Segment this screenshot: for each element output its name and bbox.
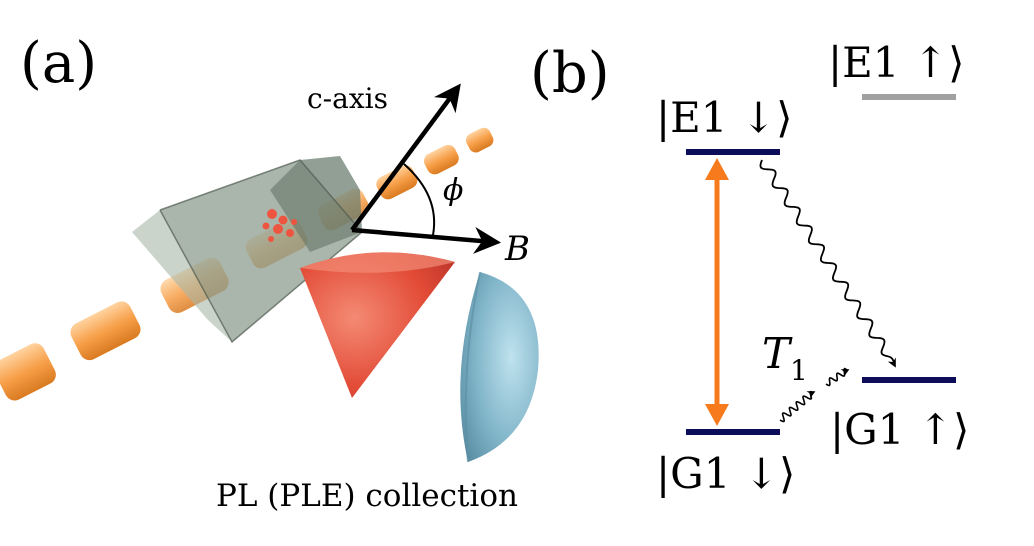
label-g1-up: |G1 ↑⟩ (830, 405, 969, 454)
crystal-inner-face (270, 160, 362, 252)
crystal (132, 156, 364, 344)
spin-flip-decay-wave (759, 159, 896, 368)
collection-lens (460, 271, 539, 463)
label-t1: T1 (762, 329, 808, 387)
cone-body (300, 252, 455, 398)
b-field-arrow (351, 226, 502, 254)
collection-label: PL (PLE) collection (216, 478, 518, 514)
panel-a-label: (a) (20, 31, 97, 96)
phi-label: ϕ (443, 173, 463, 208)
beam-segment (0, 343, 56, 401)
label-e1-up: |E1 ↑⟩ (828, 38, 964, 87)
beam-segment (376, 165, 418, 200)
panel-b-label: (b) (530, 41, 610, 106)
excitation-arrow (705, 158, 729, 426)
crystal-left-face (132, 210, 232, 342)
emission-cone (300, 252, 455, 398)
label-g1-down: |G1 ↓⟩ (656, 449, 795, 498)
t1-relaxation-wave-back (825, 367, 850, 387)
label-e1-down: |E1 ↓⟩ (656, 93, 792, 142)
c-axis-label: c-axis (307, 82, 388, 115)
beam-segment (465, 127, 494, 153)
b-field-label: B (504, 229, 530, 269)
beam-segment (424, 144, 459, 175)
panel-b: (b) |E1 ↓⟩ |E1 ↑⟩ |G1 ↓⟩ |G1 ↑⟩ T1 (530, 38, 969, 498)
t1-main: T (762, 329, 793, 378)
lens-body (460, 272, 539, 462)
t1-subscript: 1 (790, 354, 808, 387)
t1-relaxation-wave (779, 390, 816, 423)
beam-segment (70, 301, 141, 361)
panel-a: (a) c-axis ϕ B PL (PLE) collection (0, 31, 539, 514)
c-axis-arrow (350, 83, 461, 232)
phi-angle-arc (403, 163, 436, 236)
